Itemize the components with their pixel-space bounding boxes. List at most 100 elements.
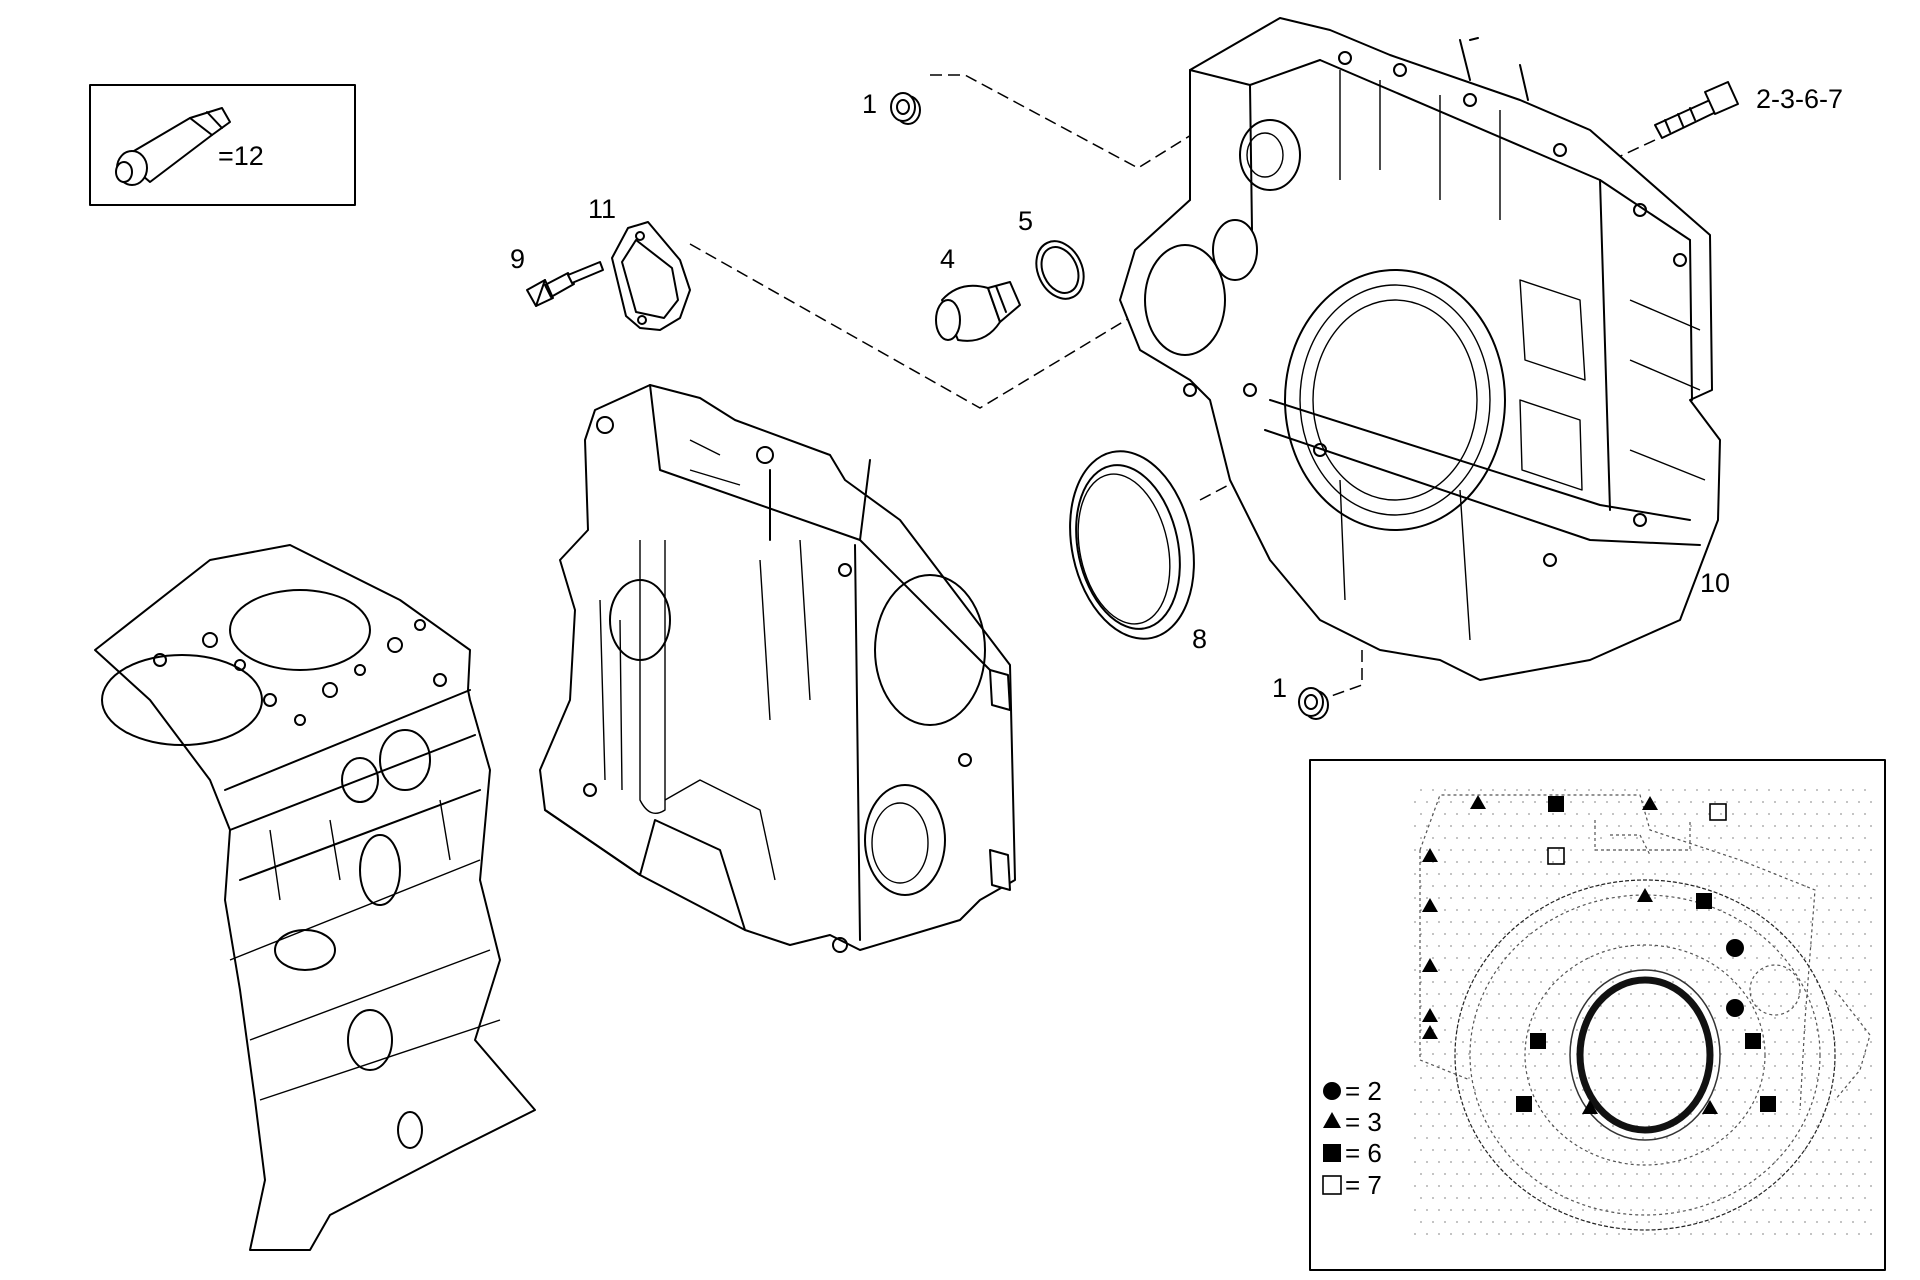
grid-dot [1414,921,1416,923]
grid-dot [1870,1185,1872,1187]
grid-dot [1714,1137,1716,1139]
grid-dot [1612,1029,1614,1031]
grid-dot [1804,957,1806,959]
grid-dot [1732,885,1734,887]
grid-dot [1558,1137,1560,1139]
grid-dot [1582,969,1584,971]
grid-dot [1474,1137,1476,1139]
grid-dot [1720,861,1722,863]
grid-dot [1858,969,1860,971]
grid-dot [1756,861,1758,863]
grid-dot [1426,1185,1428,1187]
grid-dot [1846,1161,1848,1163]
grid-dot [1720,789,1722,791]
grid-dot [1840,957,1842,959]
callout-8: 8 [1192,624,1207,654]
grid-dot [1648,1149,1650,1151]
grid-dot [1522,1137,1524,1139]
grid-dot [1702,1065,1704,1067]
grid-dot [1552,1101,1554,1103]
grid-dot [1576,1005,1578,1007]
grid-dot [1468,1005,1470,1007]
grid-dot [1594,1041,1596,1043]
grid-dot [1522,1233,1524,1235]
grid-dot [1516,1221,1518,1223]
grid-dot [1540,1173,1542,1175]
grid-dot [1426,1233,1428,1235]
grid-dot [1804,837,1806,839]
grid-dot [1498,873,1500,875]
grid-dot [1732,1149,1734,1151]
grid-dot [1480,957,1482,959]
grid-dot [1600,789,1602,791]
grid-dot [1498,921,1500,923]
grid-dot [1462,1113,1464,1115]
grid-dot [1864,1149,1866,1151]
grid-dot [1690,1041,1692,1043]
grid-dot [1666,1113,1668,1115]
grid-dot [1780,1005,1782,1007]
grid-dot [1804,885,1806,887]
grid-dot [1840,909,1842,911]
grid-dot [1756,1173,1758,1175]
grid-dot [1768,1173,1770,1175]
grid-dot [1546,1233,1548,1235]
grid-dot [1672,1221,1674,1223]
grid-dot [1618,969,1620,971]
grid-dot [1432,885,1434,887]
grid-dot [1486,849,1488,851]
grid-dot [1828,1149,1830,1151]
grid-dot [1480,813,1482,815]
grid-dot [1498,1185,1500,1187]
grid-dot [1642,921,1644,923]
grid-dot [1546,1017,1548,1019]
grid-dot [1606,1161,1608,1163]
grid-dot [1540,813,1542,815]
grid-dot [1732,1053,1734,1055]
grid-dot [1768,837,1770,839]
grid-dot [1756,789,1758,791]
grid-dot [1804,1197,1806,1199]
grid-dot [1846,1233,1848,1235]
grid-dot [1666,825,1668,827]
grid-dot [1738,1089,1740,1091]
grid-dot [1450,897,1452,899]
grid-dot [1750,1113,1752,1115]
grid-dot [1690,1185,1692,1187]
grid-dot [1552,909,1554,911]
grid-dot [1786,849,1788,851]
grid-dot [1498,1233,1500,1235]
grid-dot [1786,801,1788,803]
grid-dot [1570,1185,1572,1187]
grid-dot [1822,1017,1824,1019]
grid-dot [1702,969,1704,971]
grid-dot [1438,825,1440,827]
grid-dot [1756,981,1758,983]
grid-dot [1600,1173,1602,1175]
grid-dot [1450,801,1452,803]
grid-dot [1600,861,1602,863]
grid-dot [1762,825,1764,827]
grid-dot [1462,969,1464,971]
grid-dot [1732,957,1734,959]
grid-dot [1672,1077,1674,1079]
grid-dot [1744,885,1746,887]
grid-dot [1534,945,1536,947]
grid-dot [1534,1161,1536,1163]
grid-dot [1480,933,1482,935]
grid-dot [1618,897,1620,899]
grid-dot [1450,1113,1452,1115]
grid-dot [1624,1221,1626,1223]
grid-dot [1810,1161,1812,1163]
grid-dot [1690,897,1692,899]
grid-dot [1792,1149,1794,1151]
grid-dot [1492,1005,1494,1007]
grid-dot [1756,1197,1758,1199]
grid-dot [1570,1017,1572,1019]
grid-dot [1678,825,1680,827]
grid-dot [1498,1065,1500,1067]
grid-dot [1630,993,1632,995]
grid-dot [1444,1173,1446,1175]
grid-dot [1726,1209,1728,1211]
grid-dot [1456,789,1458,791]
